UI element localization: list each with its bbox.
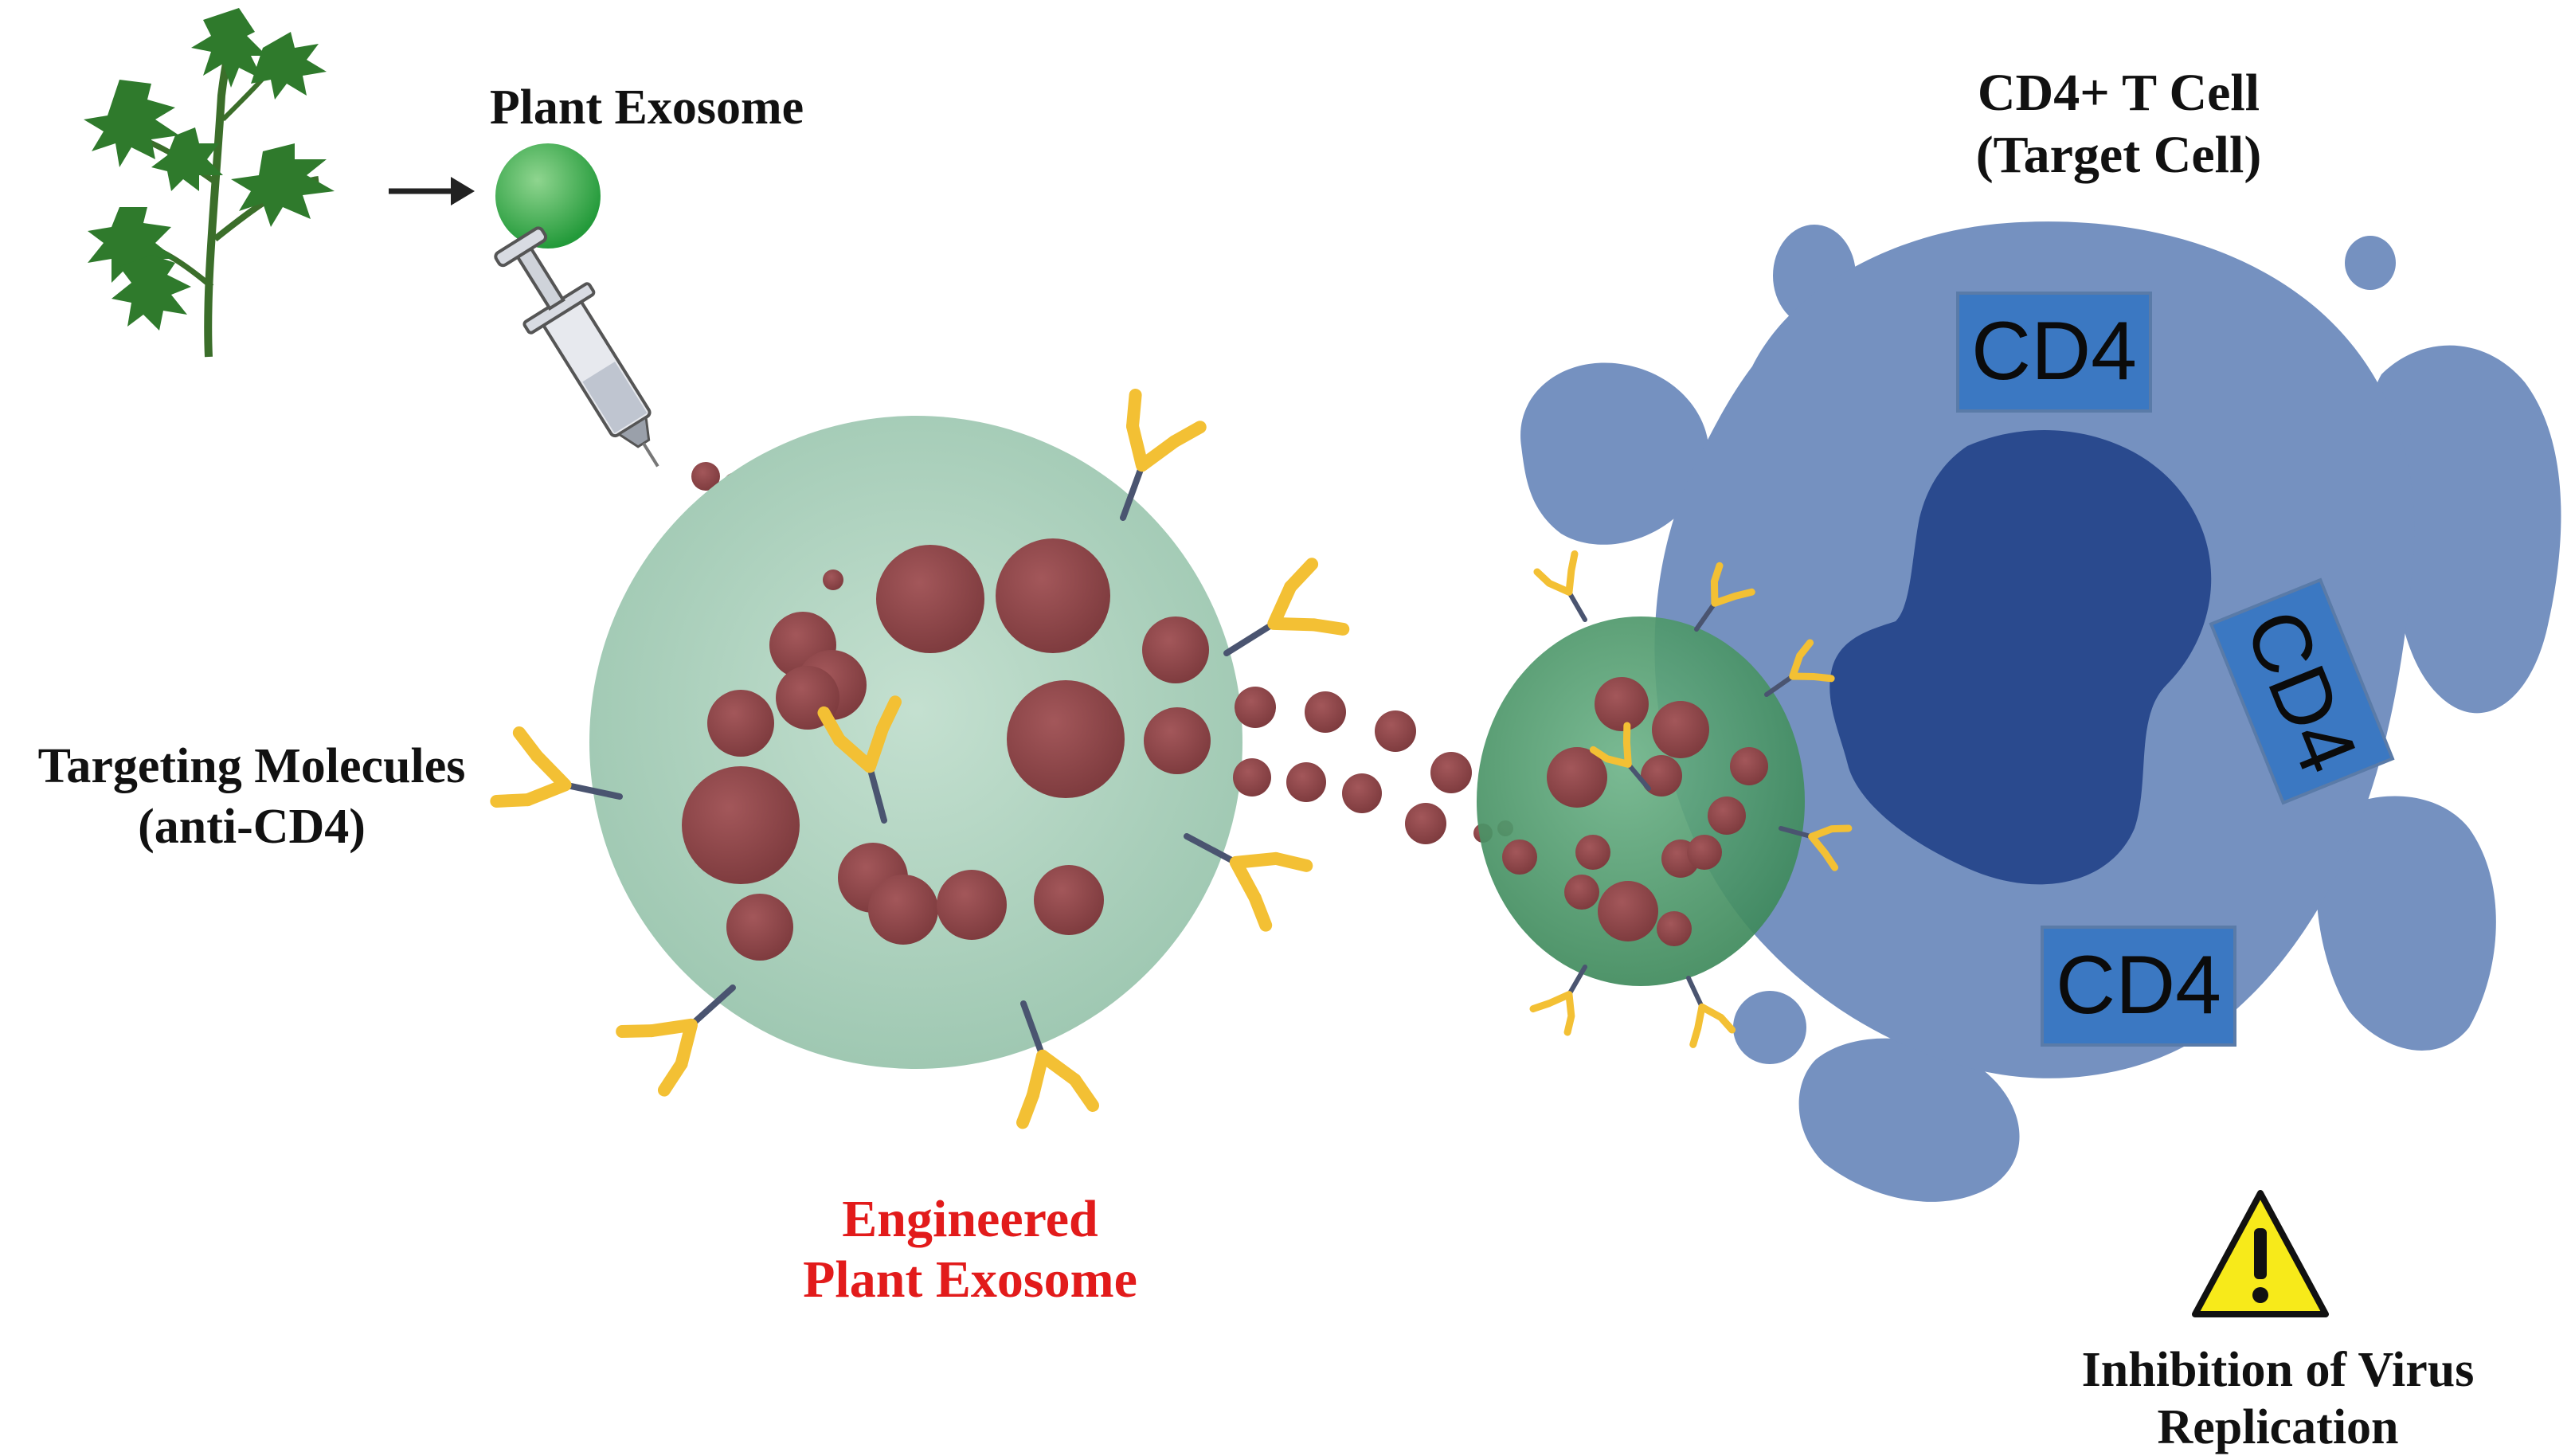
cd4-receptor-bottom: CD4	[2041, 926, 2236, 1047]
engineered-exosome-line2: Plant Exosome	[803, 1251, 1137, 1309]
nucleus	[1829, 430, 2212, 885]
targeting-molecules-line1: Targeting Molecules	[38, 739, 466, 793]
svg-text:CD4: CD4	[1971, 305, 2137, 397]
arrow-icon	[389, 177, 475, 205]
cargo-particles	[682, 538, 1211, 961]
warning-icon	[2192, 1190, 2329, 1317]
target-cell-title-line2: (Target Cell)	[1976, 126, 2262, 184]
syringe-icon	[494, 226, 659, 468]
plant-exosome-ball	[495, 143, 601, 249]
plant-exosome-label: Plant Exosome	[490, 80, 804, 135]
targeting-molecules-line2: (anti-CD4)	[138, 800, 366, 854]
t-cell: CD4 CD4 CD4	[1520, 221, 2561, 1202]
engineered-exosome-line1: Engineered	[842, 1190, 1098, 1248]
inhibition-line1: Inhibition of Virus	[2082, 1343, 2475, 1397]
svg-text:CD4: CD4	[2056, 939, 2221, 1031]
engineered-exosome	[496, 395, 1349, 1130]
cargo-stream	[1233, 687, 1513, 844]
inhibition-line2: Replication	[2157, 1400, 2398, 1454]
plant-icon	[84, 8, 335, 358]
cd4-receptor-top: CD4	[1956, 292, 2152, 413]
target-cell-title-line1: CD4+ T Cell	[1978, 64, 2260, 122]
fusing-exosome	[1477, 551, 1849, 1047]
